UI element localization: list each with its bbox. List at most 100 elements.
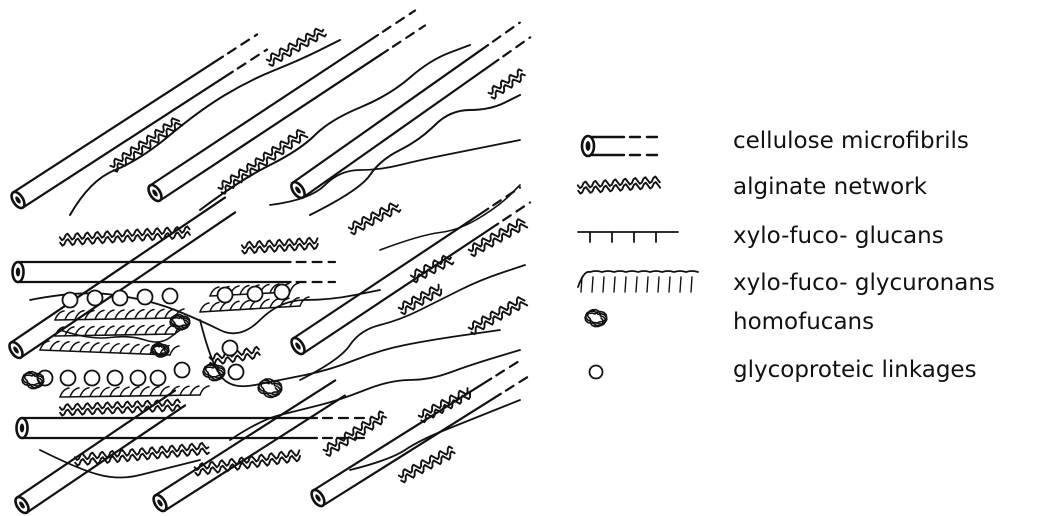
microfibril-edge (313, 379, 491, 491)
legend-label-cellulose-microfibrils: cellulose microfibrils (733, 128, 969, 154)
symbol-alginate (578, 177, 660, 194)
symbol-hook (625, 277, 626, 292)
network-strand (200, 45, 470, 210)
symbol-lumen (586, 141, 591, 151)
glycoproteic-linkage-symbol (590, 366, 603, 379)
glycuronan-hook (90, 388, 99, 397)
glycoproteic-linkage (108, 371, 123, 386)
glycuronan-hook (80, 343, 89, 352)
alginate-network-symbol (578, 177, 660, 194)
homofucan-coil (170, 315, 190, 330)
glycoproteic-linkage (175, 363, 190, 378)
cellulose-microfibril (309, 360, 530, 508)
network-strand (310, 95, 520, 215)
glycuronan-hook (120, 387, 129, 396)
microfibril-dash (503, 202, 530, 220)
glycuronan-hook (115, 326, 124, 335)
homofucan-coil (258, 379, 282, 397)
cellulose-microfibril-symbol (582, 136, 660, 156)
glycuronan-hook (180, 386, 189, 395)
glycuronan-hook (155, 325, 164, 334)
symbol-hook (658, 277, 659, 292)
legend-label-xylo-fuco-glucans: xylo-fuco- glucans (733, 223, 944, 249)
glycuronan-hook (60, 388, 69, 397)
alginate-strand (110, 118, 179, 167)
microfibril-edge (160, 50, 388, 201)
homofucans-symbol (585, 310, 607, 327)
symbol-homofucan (585, 310, 607, 327)
alginate-network (349, 203, 401, 234)
legend-label-xylo-fuco-glycuronans: xylo-fuco- glycuronans (733, 270, 995, 296)
glycuronan-hook (240, 301, 249, 310)
glycuronan-hook (120, 344, 129, 353)
glycuronan-hook (155, 309, 164, 318)
symbol-hook (680, 277, 681, 292)
homofucan-stroke (258, 379, 282, 397)
glycuronan-hook (110, 344, 119, 353)
homofucan-stroke (203, 364, 225, 381)
symbol-hook (669, 277, 670, 292)
glycuronan-hook (145, 326, 154, 335)
glycuronan-hook (260, 299, 269, 308)
symbol-hook (592, 277, 593, 292)
microfibril-edge (323, 394, 501, 506)
homofucan-stroke (22, 372, 44, 389)
glycuronan-hook (300, 297, 309, 306)
microfibril-dash (493, 23, 520, 42)
alginate-strand (267, 29, 324, 61)
glycoproteic-linkage (229, 365, 244, 380)
glycuronan-hook (50, 341, 59, 350)
xylo-fuco-glycuronan (55, 309, 184, 320)
glycuronan-hook (130, 344, 139, 353)
glycoproteic-linkage (85, 371, 100, 386)
glycuronan-hook (65, 311, 74, 320)
glycuronan-hook (130, 387, 139, 396)
microfibril-dash (493, 188, 520, 206)
glycuronan-hook (80, 388, 89, 397)
glycuronan-hook (60, 342, 69, 351)
glycuronan-hook (85, 327, 94, 336)
glycuronan-hook (75, 327, 84, 336)
glycuronan-hook (135, 310, 144, 319)
glycuronan-hook (125, 310, 134, 319)
homofucan-stroke (585, 310, 607, 327)
glycuronan-hook (190, 386, 199, 395)
alginate-strand (471, 224, 527, 256)
microfibril-dash (506, 376, 530, 391)
glycuronan-hook (85, 311, 94, 320)
alginate-strand (401, 451, 455, 482)
homofucan-coil (203, 364, 225, 381)
glycuronan-hook (150, 387, 159, 396)
symbol-hook (636, 277, 637, 292)
alginate-network (195, 450, 301, 475)
glycoproteic-linkage (113, 291, 128, 306)
xylo-fuco-glucans-symbol (578, 232, 678, 242)
glycuronan-hook (230, 301, 239, 310)
alginate-network (411, 256, 454, 282)
cellulose-microfibril (9, 34, 267, 210)
glycuronan-hook (105, 326, 114, 335)
glycuronan-hook (125, 326, 134, 335)
glycoproteic-linkage (61, 371, 76, 386)
cell-wall-illustration (7, 10, 530, 515)
alginate-network (469, 297, 528, 334)
glycuronan-hook (95, 326, 104, 335)
xylo-fuco-glycuronan (60, 386, 209, 397)
glycuronan-hook (135, 326, 144, 335)
legend-label-alginate-network: alginate network (733, 174, 928, 200)
symbol-hook (614, 277, 615, 292)
glycuronan-hook (115, 310, 124, 319)
microfibril-dash (383, 10, 415, 31)
alginate-strand (242, 243, 318, 253)
homofucan-stroke (170, 315, 190, 330)
glycuronan-hook (70, 342, 79, 351)
microfibril-edge (293, 45, 488, 183)
glycoproteic-linkage (63, 293, 78, 308)
glycuronan-hook (105, 310, 114, 319)
glycoproteic-linkage (275, 285, 290, 300)
glycuronan-hook (140, 345, 149, 354)
glycuronan-hook (100, 343, 109, 352)
alginate-network (60, 226, 190, 245)
microfibril-edge (23, 72, 233, 208)
